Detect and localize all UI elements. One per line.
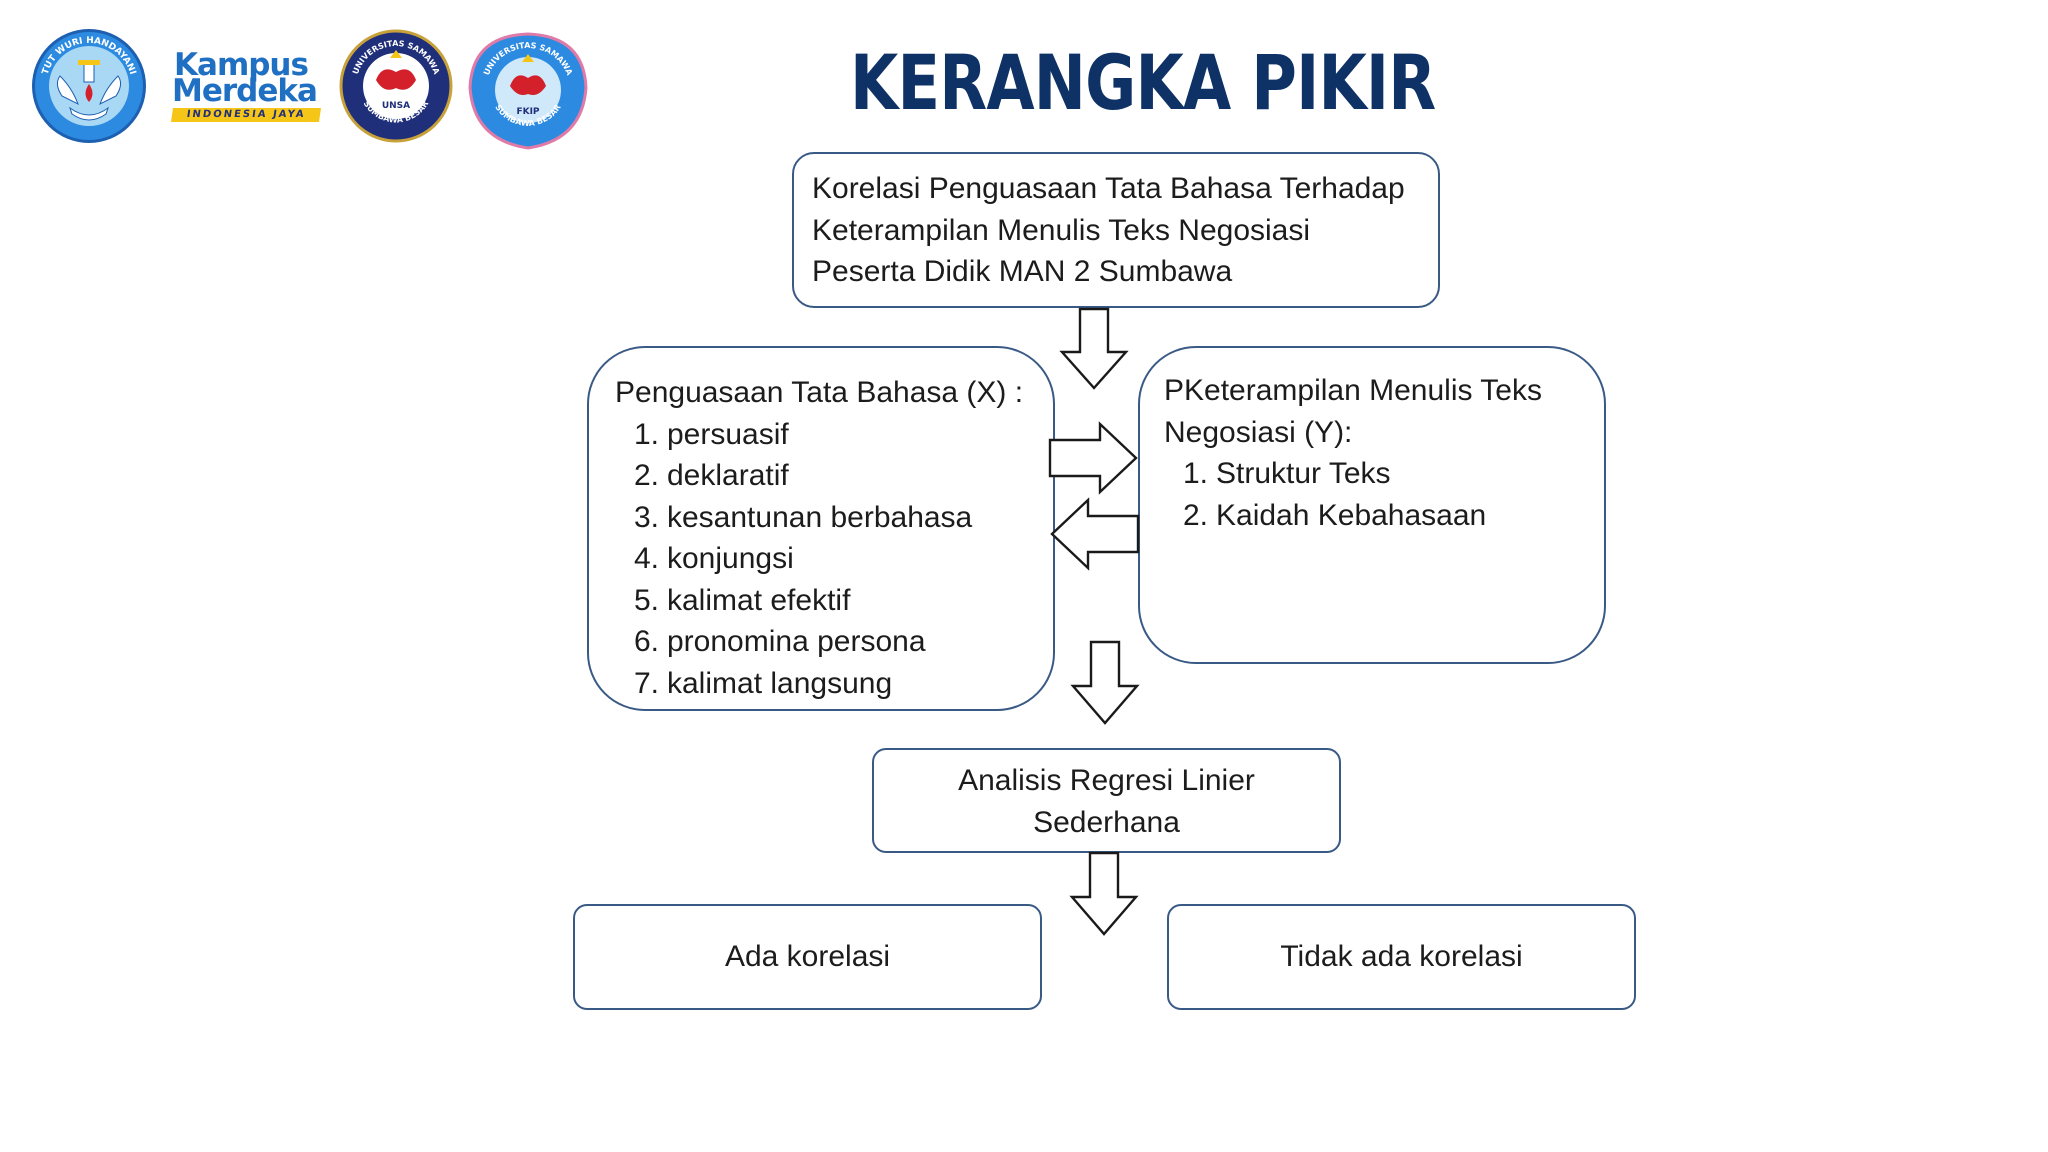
list-item-number: 2.: [633, 459, 659, 492]
arrow-left-y-to-x: [1050, 497, 1140, 571]
arrow-right-x-to-y: [1048, 421, 1138, 495]
list-item-text: persuasif: [667, 417, 789, 451]
variable-y-indicator-list: 1.Struktur Teks 2.Kaidah Kebahasaan: [1164, 453, 1580, 536]
variable-x-box: Penguasaan Tata Bahasa (X) : 1.persuasif…: [587, 346, 1055, 711]
page-title: KERANGKA PIKIR: [850, 38, 1436, 127]
arrow-down-from-title: [1059, 307, 1129, 390]
list-item-number: 6.: [633, 625, 659, 658]
list-item-text: Struktur Teks: [1216, 457, 1391, 490]
research-title-line-2: Keterampilan Menulis Teks Negosiasi: [812, 213, 1311, 247]
list-item-text: Kaidah Kebahasaan: [1216, 498, 1487, 532]
result-no-correlation-box: Tidak ada korelasi: [1167, 904, 1636, 1010]
fkip-logo: UNIVERSITAS SAMAWA SUMBAWA BESAR FKIP: [468, 32, 588, 150]
result-no-correlation-label: Tidak ada korelasi: [1280, 940, 1523, 974]
variable-x-indicator-list: 1.persuasif 2.deklaratif 3.kesantunan be…: [615, 414, 1027, 705]
list-item-number: 5.: [633, 583, 659, 617]
result-correlation-box: Ada korelasi: [573, 904, 1042, 1010]
analysis-method-box: Analisis Regresi Linier Sederhana: [872, 748, 1341, 853]
tut-wuri-handayani-logo: TUT WURI HANDAYANI: [32, 29, 146, 143]
list-item: 1.Struktur Teks: [1164, 453, 1580, 495]
list-item: 6.pronomina persona: [615, 621, 1027, 663]
unsa-logo: UNIVERSITAS SAMAWA SUMBAWA BESAR UNSA: [339, 29, 453, 143]
list-item-number: 7.: [633, 666, 659, 700]
list-item: 5.kalimat efektif: [615, 580, 1027, 622]
analysis-method-line-1: Analisis Regresi Linier: [958, 764, 1255, 797]
kampus-merdeka-tagline: INDONESIA JAYA: [171, 108, 321, 122]
kampus-merdeka-word2: Merdeka: [172, 73, 318, 109]
list-item-number: 2.: [1182, 498, 1208, 532]
arrow-down-to-analysis: [1070, 640, 1140, 725]
arrow-down-to-results: [1069, 851, 1139, 936]
variable-y-heading-line-1: PKeterampilan Menulis Teks: [1164, 374, 1542, 407]
list-item-text: deklaratif: [667, 459, 789, 492]
list-item-text: kalimat langsung: [667, 666, 893, 700]
variable-y-box: PKeterampilan Menulis Teks Negosiasi (Y)…: [1138, 346, 1606, 664]
kampus-merdeka-word1: Kampus: [174, 47, 309, 83]
result-correlation-label: Ada korelasi: [724, 940, 891, 974]
list-item: 4.konjungsi: [615, 538, 1027, 580]
research-title-line-1: Korelasi Penguasaan Tata Bahasa Terhadap: [812, 172, 1405, 205]
list-item: 2.Kaidah Kebahasaan: [1164, 495, 1580, 537]
list-item-number: 1.: [1182, 457, 1208, 490]
list-item-number: 1.: [633, 417, 659, 451]
list-item: 7.kalimat langsung: [615, 663, 1027, 705]
svg-text:UNSA: UNSA: [382, 101, 410, 111]
research-title-line-3: Peserta Didik MAN 2 Sumbawa: [812, 255, 1233, 288]
variable-x-heading: Penguasaan Tata Bahasa (X) :: [615, 376, 1024, 409]
kampus-merdeka-logo: Kampus Merdeka INDONESIA JAYA: [168, 50, 328, 132]
list-item-text: kalimat efektif: [667, 583, 851, 617]
list-item-text: kesantunan berbahasa: [667, 500, 973, 534]
list-item-text: pronomina persona: [667, 625, 926, 658]
list-item-number: 3.: [633, 500, 659, 534]
list-item: 3.kesantunan berbahasa: [615, 497, 1027, 539]
svg-text:FKIP: FKIP: [516, 107, 539, 117]
list-item: 1.persuasif: [615, 414, 1027, 456]
list-item: 2.deklaratif: [615, 455, 1027, 497]
variable-y-heading-line-2: Negosiasi (Y):: [1164, 415, 1353, 449]
list-item-number: 4.: [633, 542, 659, 575]
research-title-box: Korelasi Penguasaan Tata Bahasa Terhadap…: [792, 152, 1440, 308]
list-item-text: konjungsi: [667, 542, 794, 575]
analysis-method-line-2: Sederhana: [1033, 805, 1180, 839]
